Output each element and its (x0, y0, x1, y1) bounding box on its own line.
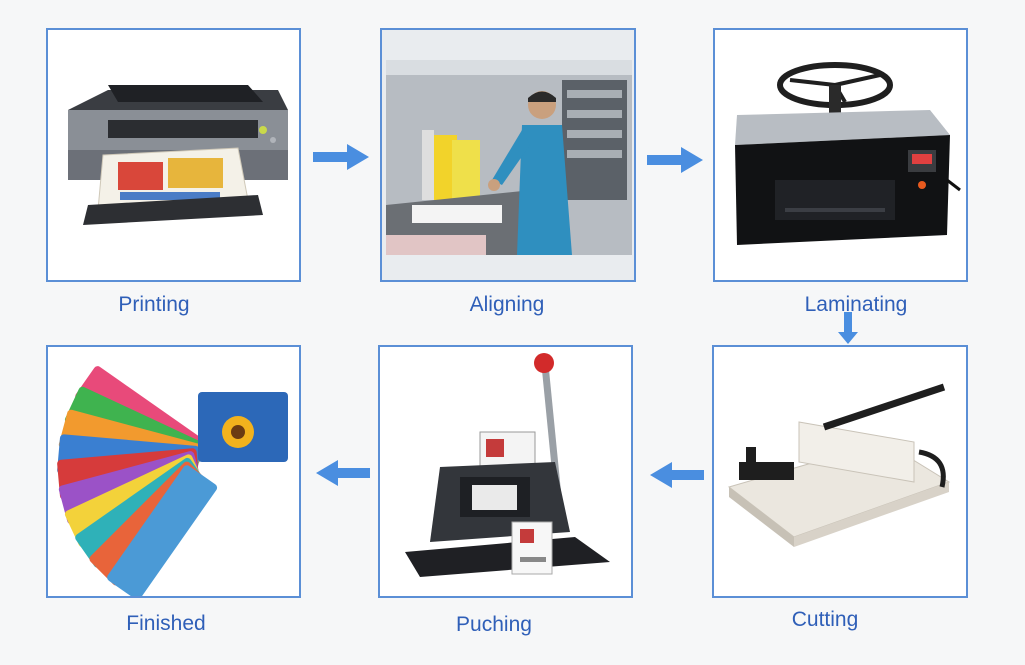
panel-aligning (380, 28, 636, 282)
arrow-left-icon (316, 460, 370, 486)
arrow-right-icon (647, 147, 703, 173)
step-label-puching: Puching (456, 613, 532, 636)
arrow-right-icon (313, 144, 369, 170)
panel-cutting (712, 345, 968, 598)
step-label-laminating: Laminating (804, 293, 908, 316)
step-label-printing: Printing (118, 293, 190, 316)
finished-cards-fan-image (48, 347, 299, 596)
panel-laminating (713, 28, 968, 282)
arrow-down-icon (838, 312, 858, 344)
worker-aligning-image (382, 30, 634, 280)
laminating-machine-image (715, 30, 966, 280)
paper-cutter-image (714, 347, 966, 596)
panel-printing (46, 28, 301, 282)
step-label-cutting: Cutting (791, 608, 859, 631)
printer-image (48, 30, 299, 280)
panel-finished (46, 345, 301, 598)
arrow-left-icon (650, 462, 704, 488)
card-punch-image (380, 347, 631, 596)
step-label-aligning: Aligning (469, 293, 545, 316)
panel-punching (378, 345, 633, 598)
step-label-finished: Finished (126, 612, 206, 635)
